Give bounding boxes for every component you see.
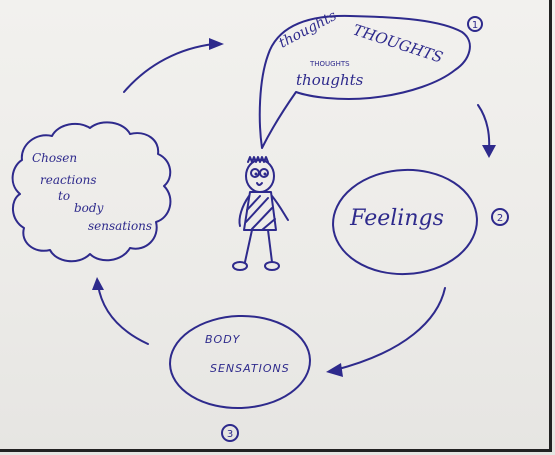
figure-arm-left — [238, 195, 250, 227]
reactions-line1: Chosen — [32, 151, 77, 165]
reactions-line4: body — [74, 201, 104, 215]
reactions-line5: sensations — [88, 219, 152, 233]
thought-bubble-outline — [258, 14, 471, 149]
reactions-line3: to — [58, 189, 70, 203]
arrowhead-reactions-to-thoughts — [209, 38, 224, 50]
figure-shirt-stripes — [245, 195, 276, 231]
step-3-badge — [221, 424, 239, 442]
figure-foot-right — [264, 261, 280, 271]
arrow-reactions-to-thoughts — [123, 43, 215, 93]
arrowhead-feelings-to-body — [326, 363, 343, 377]
step-2-number: 2 — [497, 213, 503, 224]
arrow-thoughts-to-feelings — [477, 104, 491, 151]
feelings-ellipse — [332, 168, 478, 276]
body-label-line1: BODY — [205, 333, 241, 346]
figure-pupil-left — [254, 172, 258, 176]
step-1-number: 1 — [472, 20, 478, 31]
figure-eye-right — [259, 168, 269, 178]
step-2-badge — [491, 208, 509, 226]
arrowhead-thoughts-to-feelings — [482, 145, 496, 158]
thought-word-4: thoughts — [296, 71, 364, 89]
reactions-cloud-outline — [11, 121, 172, 263]
step-1-badge — [467, 16, 483, 32]
stick-figure-person — [232, 156, 289, 271]
figure-arm-right — [271, 195, 289, 221]
figure-leg-left — [244, 229, 253, 263]
body-label-line2: SENSATIONS — [210, 362, 290, 375]
feelings-label: Feelings — [349, 206, 444, 231]
reactions-line2: reactions — [40, 173, 96, 187]
arrowhead-body-to-reactions — [92, 277, 104, 290]
thought-word-3: THOUGHTS — [309, 60, 350, 68]
figure-pupil-right — [263, 172, 267, 176]
arrow-body-to-reactions — [97, 284, 149, 345]
step-3-number: 3 — [227, 429, 233, 440]
figure-foot-left — [232, 261, 248, 271]
figure-torso — [243, 191, 277, 231]
figure-mouth — [256, 182, 263, 186]
thought-word-2: THOUGHTS — [351, 21, 445, 67]
body-sensations-ellipse — [169, 314, 311, 410]
figure-leg-right — [267, 229, 273, 263]
arrow-feelings-to-body — [334, 287, 446, 371]
